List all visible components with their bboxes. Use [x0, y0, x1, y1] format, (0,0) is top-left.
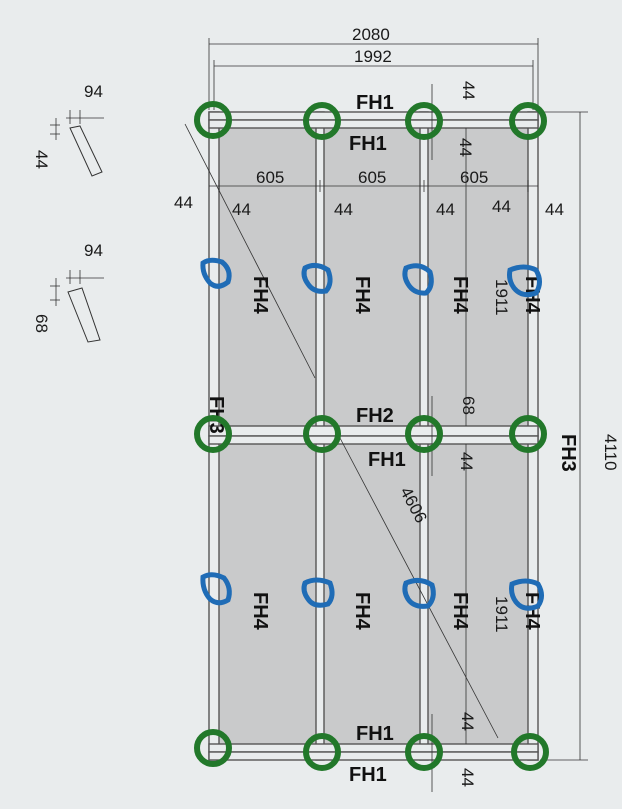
bottom-plate-1 — [208, 743, 539, 753]
label-fh4-1: FH4 — [249, 276, 271, 315]
marker-green-11 — [405, 733, 443, 771]
plate-dim-top-2: 44 — [456, 138, 475, 157]
section-detail-44: 94 44 — [32, 82, 104, 177]
marker-blue-5 — [200, 572, 232, 606]
label-fh4-3: FH4 — [449, 276, 471, 315]
bay-dim-1: 605 — [256, 168, 284, 187]
height-dimension: 4110 — [540, 111, 620, 761]
stud-dim-1: 44 — [174, 193, 193, 212]
section-detail-68: 94 68 — [32, 241, 104, 343]
label-fh4-5: FH4 — [249, 592, 271, 631]
plate-dim-mid-2: 44 — [457, 452, 476, 471]
overall-width-dim: 2080 — [352, 25, 390, 44]
label-fh1-bot-1: FH1 — [356, 723, 394, 745]
label-fh1-bot-2: FH1 — [349, 764, 387, 786]
plate-dim-bot-1: 44 — [458, 712, 477, 731]
blue-markers — [200, 257, 544, 611]
span-dim-upper: 1911 — [492, 279, 511, 316]
label-fh1-top-2: FH1 — [349, 133, 387, 155]
marker-green-9 — [194, 729, 232, 767]
marker-green-5 — [194, 415, 232, 453]
marker-blue-6 — [301, 577, 335, 608]
marker-green-1 — [194, 101, 232, 139]
detail-thickness-label: 44 — [32, 150, 51, 169]
label-fh4-8: FH4 — [521, 592, 543, 631]
label-fh3-right: FH3 — [557, 434, 579, 472]
middle-plate-2 — [208, 435, 539, 445]
marker-green-4 — [509, 102, 547, 140]
label-fh4-6: FH4 — [351, 592, 373, 631]
top-plate-2 — [208, 119, 539, 129]
stud-dim-3: 44 — [334, 200, 353, 219]
stud-dim-2: 44 — [232, 200, 251, 219]
bottom-plate-2 — [208, 751, 539, 761]
marker-blue-2 — [301, 262, 333, 294]
marker-blue-4 — [507, 264, 542, 298]
stud-dim-5: 44 — [492, 197, 511, 216]
green-markers — [194, 101, 549, 771]
label-fh3-left: FH3 — [205, 396, 227, 434]
frame-members — [208, 111, 539, 761]
label-fh4-2: FH4 — [351, 276, 373, 315]
label-fh1-mid: FH1 — [368, 449, 406, 471]
marker-green-6 — [303, 415, 341, 453]
inner-width-dim: 1992 — [354, 47, 392, 66]
plate-dim-mid-1: 68 — [459, 396, 478, 415]
label-fh2: FH2 — [356, 405, 394, 427]
marker-green-8 — [509, 415, 547, 453]
bay-dim-2: 605 — [358, 168, 386, 187]
overall-height-dim: 4110 — [601, 434, 620, 471]
bay-dim-3: 605 — [460, 168, 488, 187]
marker-green-12 — [511, 733, 549, 771]
bay-dimensions: 605 605 605 44 44 44 44 44 44 — [174, 168, 564, 219]
detail-width-label: 94 — [84, 82, 103, 101]
plate-dim-top-1: 44 — [459, 81, 478, 100]
plate-dim-bot-2: 44 — [458, 768, 477, 787]
stud-dim-6: 44 — [545, 200, 564, 219]
marker-green-10 — [303, 733, 341, 771]
label-fh1-top-1: FH1 — [356, 92, 394, 114]
marker-green-3 — [405, 102, 443, 140]
marker-green-2 — [303, 102, 341, 140]
detail-thickness-label-2: 68 — [32, 314, 51, 333]
middle-plate-1 — [208, 425, 539, 437]
top-dimensions: 2080 1992 — [208, 25, 539, 110]
label-fh4-7: FH4 — [449, 592, 471, 631]
marker-blue-3 — [402, 263, 434, 296]
marker-blue-1 — [200, 257, 232, 289]
marker-blue-8 — [509, 578, 544, 611]
marker-blue-7 — [402, 577, 436, 609]
marker-green-7 — [405, 415, 443, 453]
stud-dim-4: 44 — [436, 200, 455, 219]
span-dim-lower: 1911 — [492, 596, 511, 633]
detail-width-label-2: 94 — [84, 241, 103, 260]
